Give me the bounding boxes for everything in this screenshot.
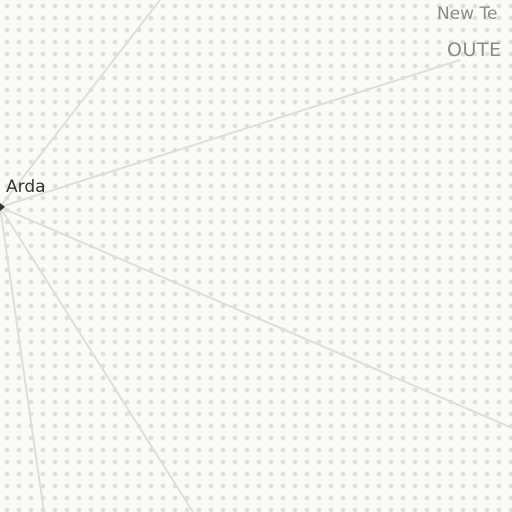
edge-to-bottom[interactable] bbox=[0, 206, 194, 512]
arrow-icon bbox=[0, 203, 5, 211]
node-subtitle-new-te: OUTE bbox=[447, 39, 502, 61]
edge-to-right[interactable] bbox=[0, 206, 512, 429]
edge-to-bottom-left[interactable] bbox=[0, 206, 45, 512]
node-title-new-te[interactable]: New Te bbox=[437, 4, 498, 24]
edge-arda-to-new-te[interactable] bbox=[0, 59, 461, 208]
node-label-arda[interactable]: Arda bbox=[6, 177, 46, 197]
edge-to-top[interactable] bbox=[0, 0, 161, 208]
